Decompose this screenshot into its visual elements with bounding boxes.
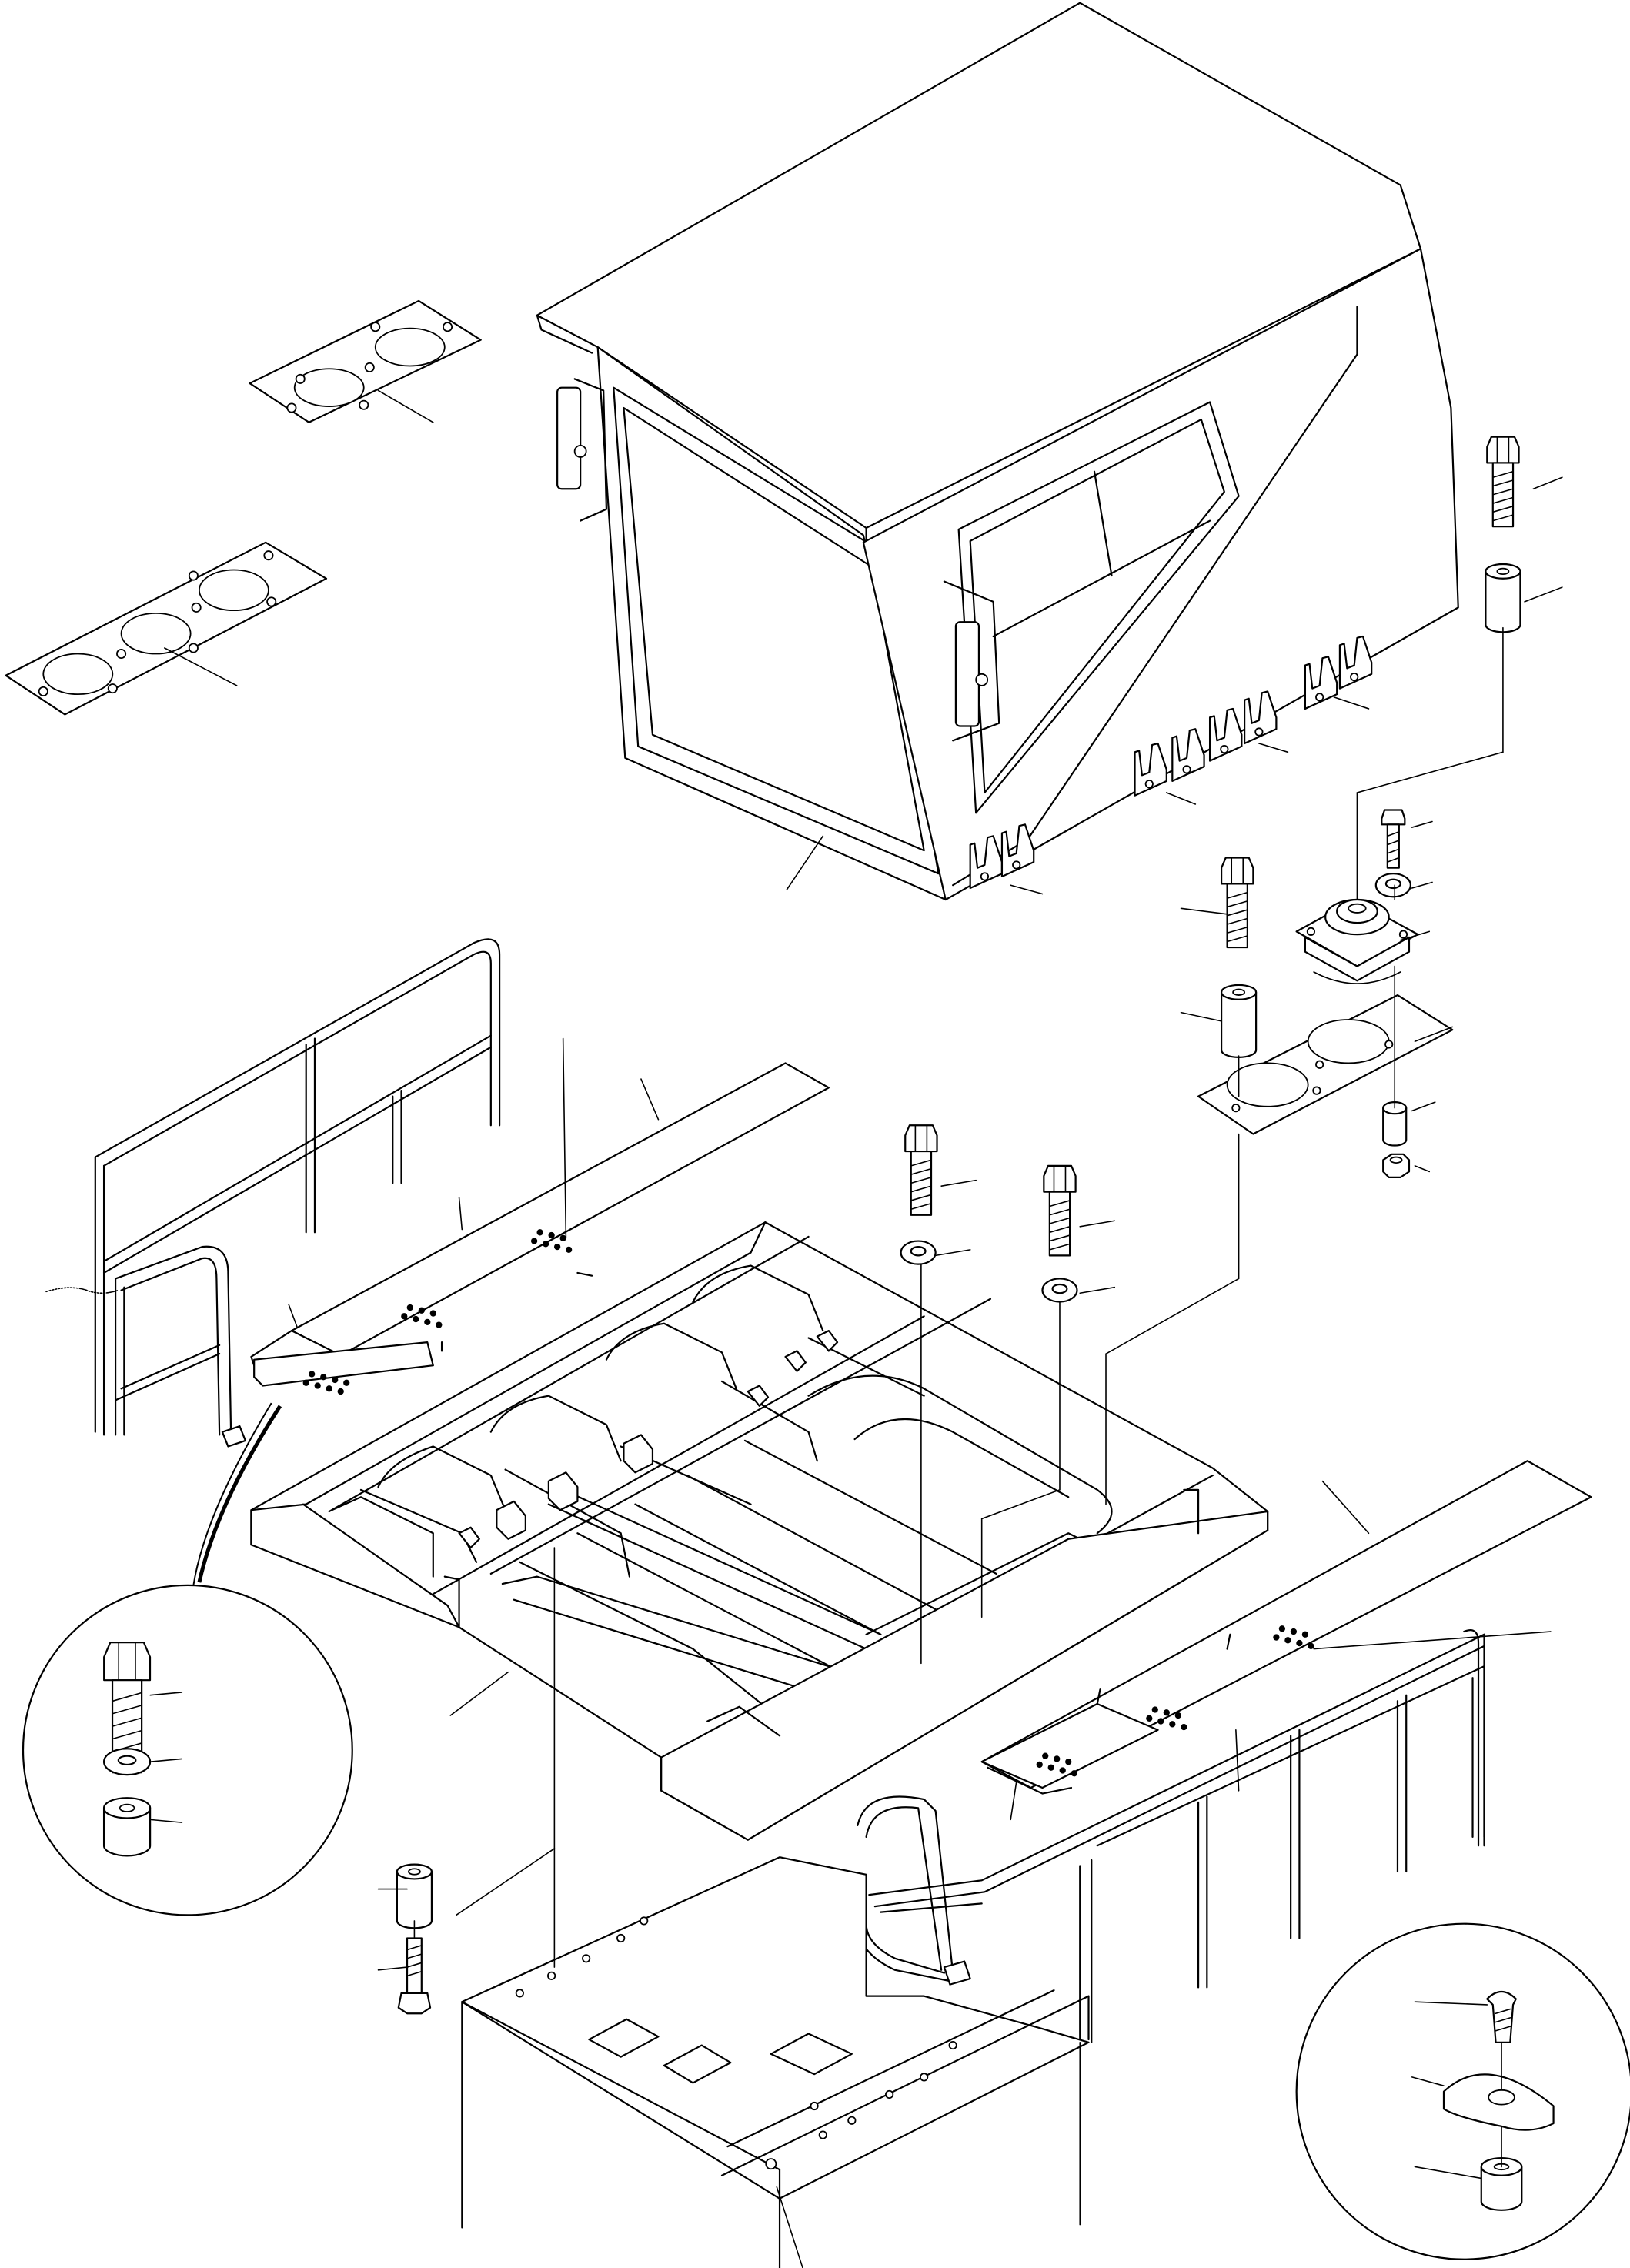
cab-door-handle-right	[956, 622, 979, 726]
gasket-plate-three-hole	[6, 543, 326, 715]
cab-mount-spacer-tall	[1485, 564, 1520, 632]
cab-mount-bolt-medium	[1221, 858, 1253, 948]
platform-bolt-left	[905, 1125, 937, 1215]
detail-view-bolt-spacer	[23, 1403, 352, 1915]
cab-floor-frame	[251, 1222, 1268, 1840]
cab-mount-spacer-medium	[1221, 985, 1256, 1057]
isolator-base-plate	[1198, 995, 1452, 1134]
rubber-isolator-mount	[1297, 900, 1418, 984]
detail-view-screw-clip	[1297, 1924, 1630, 2260]
lower-spacer	[397, 1865, 432, 1929]
walkway-right	[982, 1461, 1592, 1793]
isolator-bolt-small	[1381, 810, 1405, 868]
isolator-sleeve	[1383, 1102, 1406, 1145]
isolator-nut	[1383, 1154, 1409, 1177]
platform-washer-right	[1042, 1278, 1077, 1301]
walkway-left	[251, 1063, 828, 1395]
isolator-washer	[1376, 873, 1411, 897]
gasket-plate-two-hole	[250, 301, 481, 423]
platform-washer-left	[901, 1241, 936, 1264]
cab-mount-bolt-long	[1487, 437, 1518, 527]
handrail-left	[46, 939, 499, 1446]
machine-sub-frame	[462, 1857, 1088, 2268]
assembly-centerlines	[414, 628, 1503, 2225]
platform-bolt-right	[1044, 1166, 1075, 1256]
operator-cab	[537, 3, 1458, 900]
callout-leader-lines	[150, 390, 1562, 2268]
cab-door-handle-left	[557, 388, 580, 489]
lower-bolt	[399, 1938, 430, 2013]
